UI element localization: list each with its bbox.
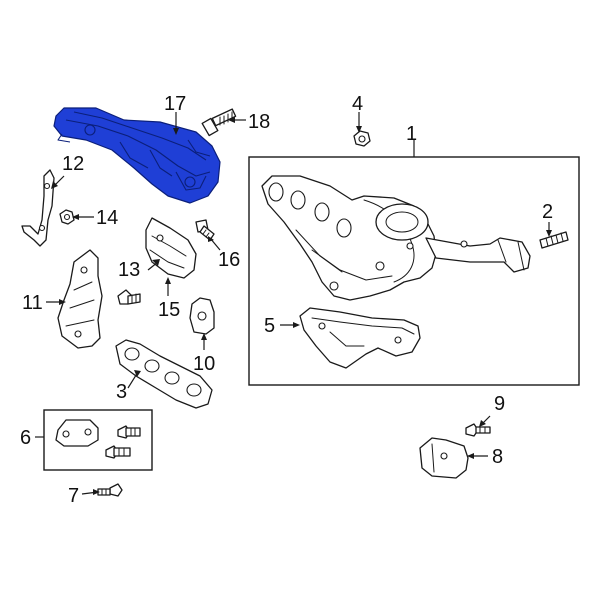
part-16-bolt[interactable]	[195, 219, 215, 241]
part-13-bolt[interactable]	[117, 289, 141, 305]
callout-18: 18	[248, 111, 270, 133]
part-12-bracket[interactable]	[21, 169, 55, 247]
part-10-insulator[interactable]	[189, 297, 215, 335]
part-18-bolt[interactable]	[201, 108, 237, 137]
callout-9: 9	[494, 393, 505, 415]
callout-5: 5	[264, 315, 275, 337]
callout-10: 10	[193, 353, 215, 375]
part-1-exhaust-manifold-assembly[interactable]	[261, 175, 531, 301]
part-5-heat-shield[interactable]	[299, 307, 421, 369]
callout-2: 2	[542, 201, 553, 223]
part-3-gasket[interactable]	[115, 339, 213, 409]
callout-17: 17	[164, 93, 186, 115]
leader-lines	[35, 112, 552, 495]
callout-12: 12	[62, 153, 84, 175]
callout-13: 13	[118, 259, 140, 281]
callout-1: 1	[406, 123, 417, 145]
kit-6-frame	[43, 409, 153, 471]
callout-labels: 1 2 3 4 5 6 7 8 9 10 11 12 13 14 15 16 1…	[20, 93, 553, 507]
part-9-bolt[interactable]	[465, 423, 491, 437]
callout-16: 16	[218, 249, 240, 271]
part-4-nut[interactable]	[353, 130, 371, 147]
callout-3: 3	[116, 381, 127, 403]
callout-8: 8	[492, 446, 503, 468]
part-8-bracket[interactable]	[419, 437, 469, 479]
callout-11: 11	[22, 292, 43, 314]
callout-15: 15	[158, 299, 180, 321]
callout-14: 14	[96, 207, 118, 229]
part-2-stud[interactable]	[539, 231, 569, 249]
part-11-lower-heat-shield[interactable]	[57, 249, 103, 349]
part-6-kit[interactable]	[55, 419, 141, 459]
callout-4: 4	[352, 93, 363, 115]
part-14-nut[interactable]	[59, 209, 75, 225]
callout-7: 7	[68, 485, 79, 507]
part-7-bolt[interactable]	[97, 483, 123, 497]
part-17-heat-shield-highlighted[interactable]	[53, 107, 221, 204]
part-15-shield-plate[interactable]	[145, 217, 197, 279]
callout-6: 6	[20, 427, 31, 449]
